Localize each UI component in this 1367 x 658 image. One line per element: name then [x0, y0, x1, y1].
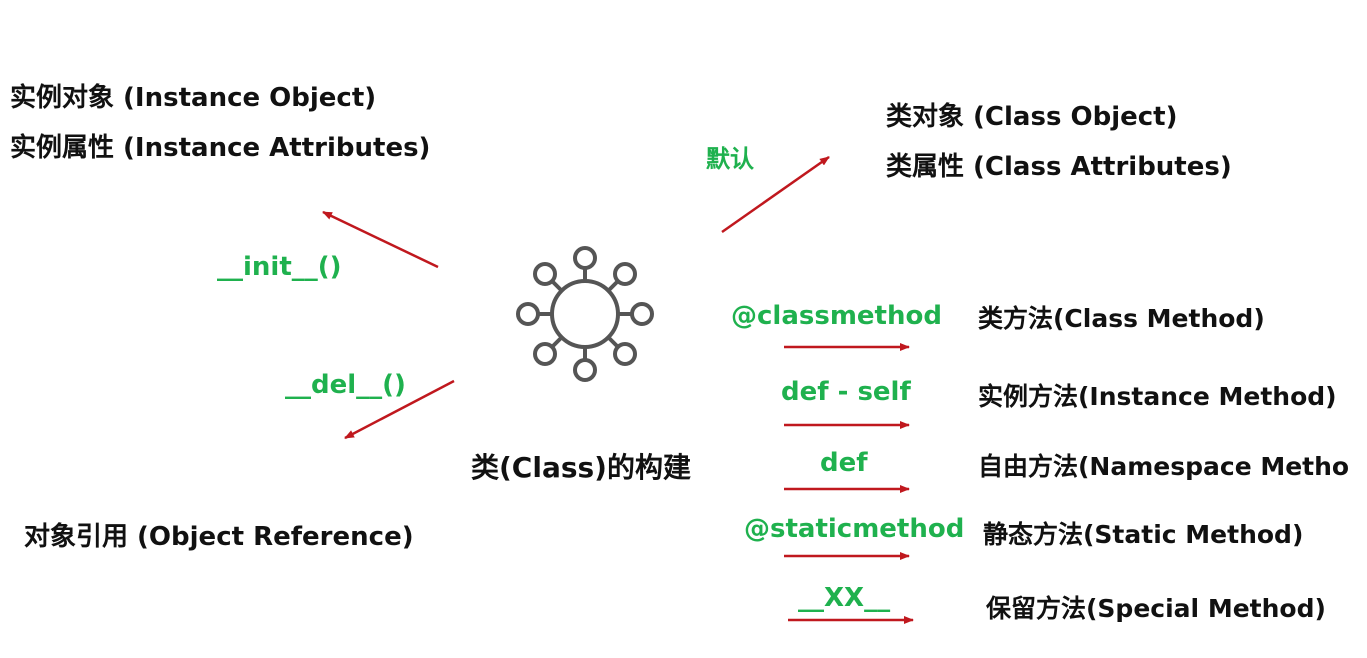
class-hub-icon	[516, 246, 654, 382]
class-attributes-label: 类属性 (Class Attributes)	[886, 152, 1232, 182]
class-method-label: 类方法(Class Method)	[978, 304, 1265, 333]
class-construction-title: 类(Class)的构建	[471, 451, 691, 484]
special-decorator: __XX__	[798, 583, 891, 613]
default-label: 默认	[706, 145, 754, 173]
class-object-label: 类对象 (Class Object)	[886, 102, 1178, 132]
staticmethod-decorator: @staticmethod	[744, 514, 965, 544]
arrow-to-object-reference	[344, 379, 455, 440]
instance-method-label: 实例方法(Instance Method)	[978, 382, 1337, 411]
arrow-to-instance	[322, 210, 439, 269]
arrow-to-class-object	[721, 155, 830, 234]
instance-object-label: 实例对象 (Instance Object)	[10, 83, 377, 113]
def-decorator: def	[820, 448, 868, 478]
classmethod-decorator: @classmethod	[731, 301, 942, 331]
init-method-label: __init__()	[217, 252, 342, 282]
instance-attributes-label: 实例属性 (Instance Attributes)	[10, 133, 431, 163]
def-self-decorator: def - self	[781, 377, 911, 407]
special-method-label: 保留方法(Special Method)	[986, 594, 1326, 623]
namespace-method-label: 自由方法(Namespace Metho	[978, 452, 1350, 481]
del-method-label: __del__()	[285, 370, 406, 400]
static-method-label: 静态方法(Static Method)	[983, 520, 1304, 549]
object-reference-label: 对象引用 (Object Reference)	[24, 522, 414, 552]
